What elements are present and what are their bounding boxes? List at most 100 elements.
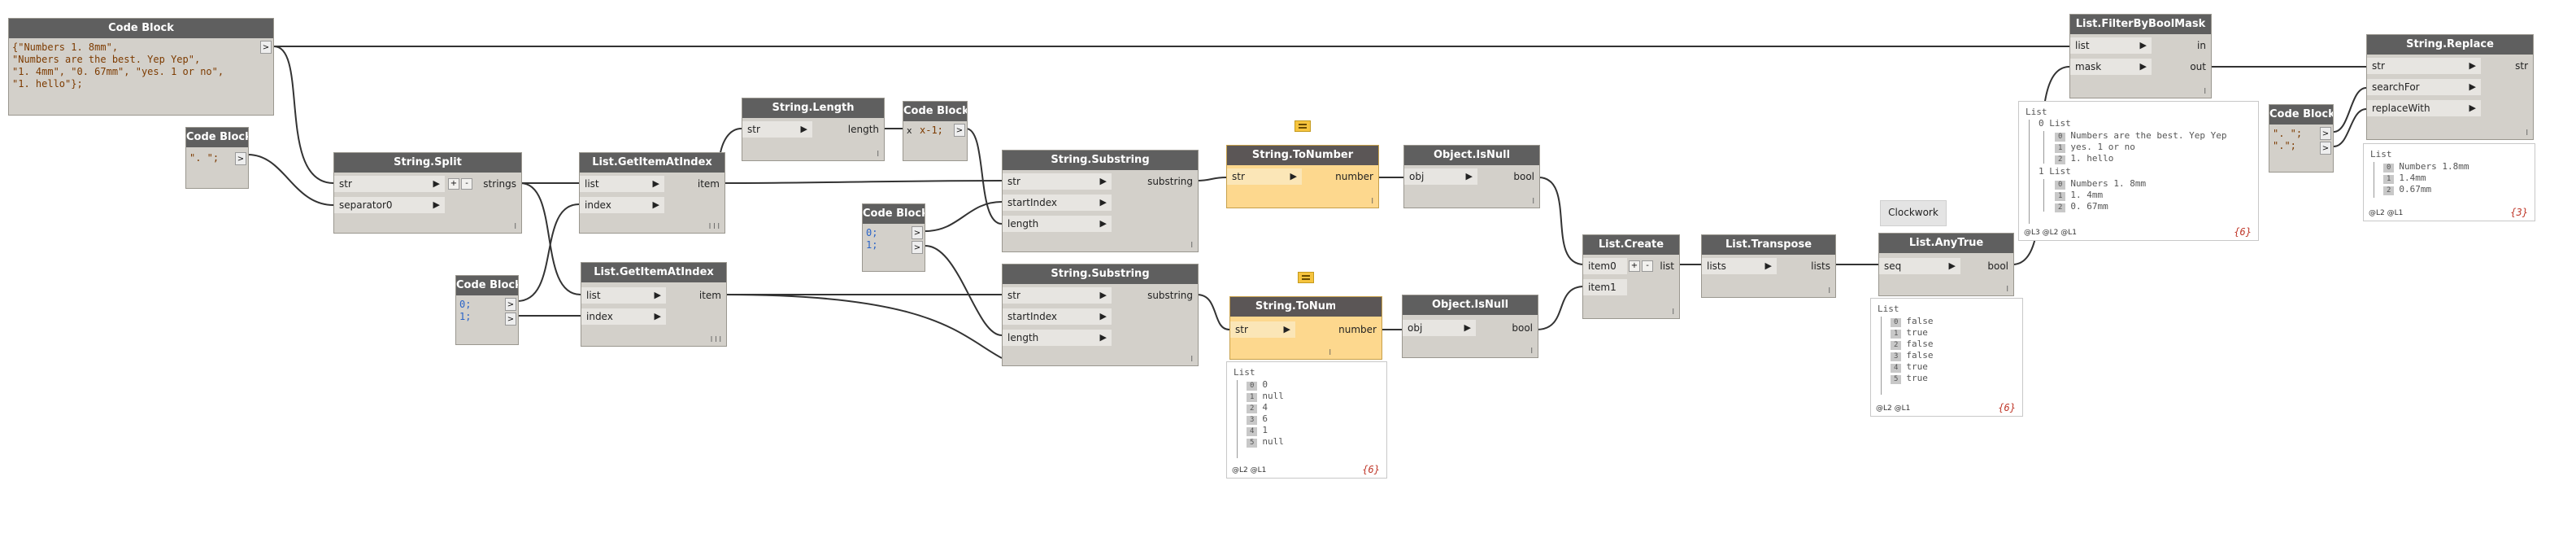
input-port-list[interactable]: list▶	[581, 287, 666, 304]
input-port-item0[interactable]: item0	[1583, 258, 1627, 274]
code-block-text[interactable]: x-1;	[920, 125, 943, 136]
output-port-bool[interactable]: bool	[1513, 171, 1534, 182]
input-port-index[interactable]: index▶	[581, 308, 666, 325]
lacing-indicator[interactable]: l	[1530, 347, 1533, 356]
output-port-1[interactable]: >	[505, 298, 516, 311]
code-block-text[interactable]: 0;1;	[866, 227, 878, 251]
code-block-indices-node-1[interactable]: Code Block 0;1; > >	[455, 275, 519, 345]
add-input-button[interactable]: +	[448, 178, 459, 190]
lacing-indicator[interactable]: l	[1672, 308, 1674, 317]
input-port-str[interactable]: str▶	[1227, 168, 1302, 185]
input-port-str[interactable]: str▶	[334, 176, 445, 192]
input-port-length[interactable]: length▶	[1003, 330, 1112, 346]
input-port-str[interactable]: str▶	[1003, 287, 1112, 304]
input-port-list[interactable]: list▶	[580, 176, 664, 192]
output-port-2[interactable]: >	[2320, 142, 2331, 155]
input-port-startindex[interactable]: startIndex▶	[1003, 195, 1112, 211]
input-port-lists[interactable]: lists▶	[1702, 258, 1777, 274]
input-port-x[interactable]: x	[907, 125, 912, 136]
output-port[interactable]: >	[260, 41, 272, 54]
string-split-node[interactable]: String.Split str▶ separator0▶ + - string…	[333, 152, 522, 234]
lacing-indicator[interactable]: l	[1190, 242, 1193, 250]
code-block-separator-node[interactable]: Code Block ". "; >	[185, 127, 249, 189]
add-input-button[interactable]: +	[1629, 260, 1640, 272]
string-substring-node-1[interactable]: String.Substring str▶ startIndex▶ length…	[1002, 150, 1199, 252]
list-transpose-node[interactable]: List.Transpose lists▶ lists l	[1701, 234, 1836, 298]
list-create-node[interactable]: List.Create item0 item1 + - list l	[1582, 234, 1680, 319]
output-port-substring[interactable]: substring	[1147, 176, 1193, 187]
output-port-item[interactable]: item	[697, 178, 720, 190]
output-port-str[interactable]: str	[2515, 60, 2528, 72]
output-port-1[interactable]: >	[2320, 127, 2331, 140]
lacing-indicator[interactable]: l l l	[710, 336, 721, 344]
input-port-str[interactable]: str▶	[1230, 321, 1295, 338]
lacing-indicator[interactable]: l	[2204, 88, 2206, 96]
output-port-number[interactable]: number	[1335, 171, 1373, 182]
filter-by-bool-mask-node[interactable]: List.FilterByBoolMask list▶ mask▶ in out…	[2069, 14, 2212, 98]
output-port-1[interactable]: >	[912, 226, 923, 239]
input-port-obj[interactable]: obj▶	[1403, 320, 1476, 336]
get-item-at-index-node-2[interactable]: List.GetItemAtIndex list▶ index▶ item l …	[581, 262, 727, 347]
lacing-indicator[interactable]: l	[1828, 287, 1830, 295]
output-port-lists[interactable]: lists	[1811, 260, 1830, 272]
input-port-length[interactable]: length▶	[1003, 216, 1112, 232]
output-port-2[interactable]: >	[912, 241, 923, 254]
output-port-2[interactable]: >	[505, 313, 516, 326]
input-port-startindex[interactable]: startIndex▶	[1003, 308, 1112, 325]
object-is-null-node-1[interactable]: Object.IsNull obj▶ bool l	[1403, 145, 1540, 208]
input-port-mask[interactable]: mask▶	[2070, 59, 2152, 75]
input-port-str[interactable]: str▶	[2367, 58, 2481, 74]
output-port-substring[interactable]: substring	[1147, 290, 1193, 301]
output-port-bool[interactable]: bool	[1512, 322, 1533, 334]
output-port-strings[interactable]: strings	[483, 178, 516, 190]
input-port-obj[interactable]: obj▶	[1404, 168, 1477, 185]
code-block-indices-node-2[interactable]: Code Block 0;1; > >	[862, 203, 925, 272]
output-port-bool[interactable]: bool	[1987, 260, 2008, 272]
code-block-minus-one-node[interactable]: Code Block x x-1; >	[903, 101, 968, 161]
output-port-list[interactable]: list	[1660, 260, 1674, 272]
input-port-searchfor[interactable]: searchFor▶	[2367, 79, 2481, 95]
output-port[interactable]: >	[235, 152, 246, 165]
lacing-indicator[interactable]: l	[1371, 198, 1373, 206]
code-block-strings-node[interactable]: Code Block {"Numbers 1. 8mm","Numbers ar…	[8, 18, 274, 116]
string-to-number-node-1[interactable]: String.ToNumber str▶ number l	[1226, 145, 1379, 208]
lacing-indicator[interactable]: l	[2526, 129, 2528, 138]
string-to-number-node-2-right[interactable]: number	[1335, 296, 1382, 360]
output-port[interactable]: >	[954, 124, 965, 137]
input-port-str[interactable]: str▶	[742, 121, 812, 138]
string-replace-node[interactable]: String.Replace str▶ searchFor▶ replaceWi…	[2366, 34, 2534, 140]
input-port-list[interactable]: list▶	[2070, 37, 2152, 54]
output-port-item[interactable]: item	[698, 290, 721, 301]
lacing-indicator[interactable]: l l l	[708, 223, 720, 231]
input-port-seq[interactable]: seq▶	[1879, 258, 1960, 274]
output-port-out[interactable]: out	[2190, 61, 2206, 72]
string-length-node[interactable]: String.Length str▶ length l	[742, 98, 885, 161]
input-port-index[interactable]: index▶	[580, 197, 664, 213]
lacing-indicator[interactable]: l	[2006, 286, 2008, 294]
lacing-indicator[interactable]: l	[1190, 356, 1193, 364]
remove-input-button[interactable]: -	[461, 178, 472, 190]
lacing-indicator[interactable]: l	[877, 151, 879, 159]
code-block-replace-node[interactable]: Code Block ". ";"."; > >	[2269, 104, 2334, 173]
output-port-length[interactable]: length	[847, 124, 879, 135]
output-port-number[interactable]: number	[1338, 324, 1377, 335]
string-to-number-node-2[interactable]: String.ToNumber str▶ l	[1229, 296, 1382, 360]
input-port-str[interactable]: str▶	[1003, 173, 1112, 190]
list-any-true-node[interactable]: List.AnyTrue seq▶ bool l	[1878, 233, 2014, 296]
object-is-null-node-2[interactable]: Object.IsNull obj▶ bool l	[1402, 295, 1538, 358]
lacing-indicator[interactable]: l	[514, 223, 516, 231]
code-block-text[interactable]: {"Numbers 1. 8mm","Numbers are the best.…	[12, 42, 224, 90]
input-port-replacewith[interactable]: replaceWith▶	[2367, 100, 2481, 116]
get-item-at-index-node-1[interactable]: List.GetItemAtIndex list▶ index▶ item l …	[579, 152, 725, 234]
warning-speech-icon[interactable]	[1298, 272, 1314, 283]
input-port-item1[interactable]: item1	[1583, 279, 1627, 295]
code-block-text[interactable]: ". ";	[189, 152, 220, 164]
string-substring-node-2[interactable]: String.Substring str▶ startIndex▶ length…	[1002, 264, 1199, 366]
lacing-indicator[interactable]: l	[1329, 349, 1331, 357]
output-port-in[interactable]: in	[2197, 40, 2206, 51]
input-port-separator[interactable]: separator0▶	[334, 197, 445, 213]
code-block-text[interactable]: ". ";".";	[2273, 128, 2303, 151]
warning-speech-icon[interactable]	[1295, 120, 1311, 132]
code-block-text[interactable]: 0;1;	[459, 299, 472, 322]
remove-input-button[interactable]: -	[1642, 260, 1653, 272]
